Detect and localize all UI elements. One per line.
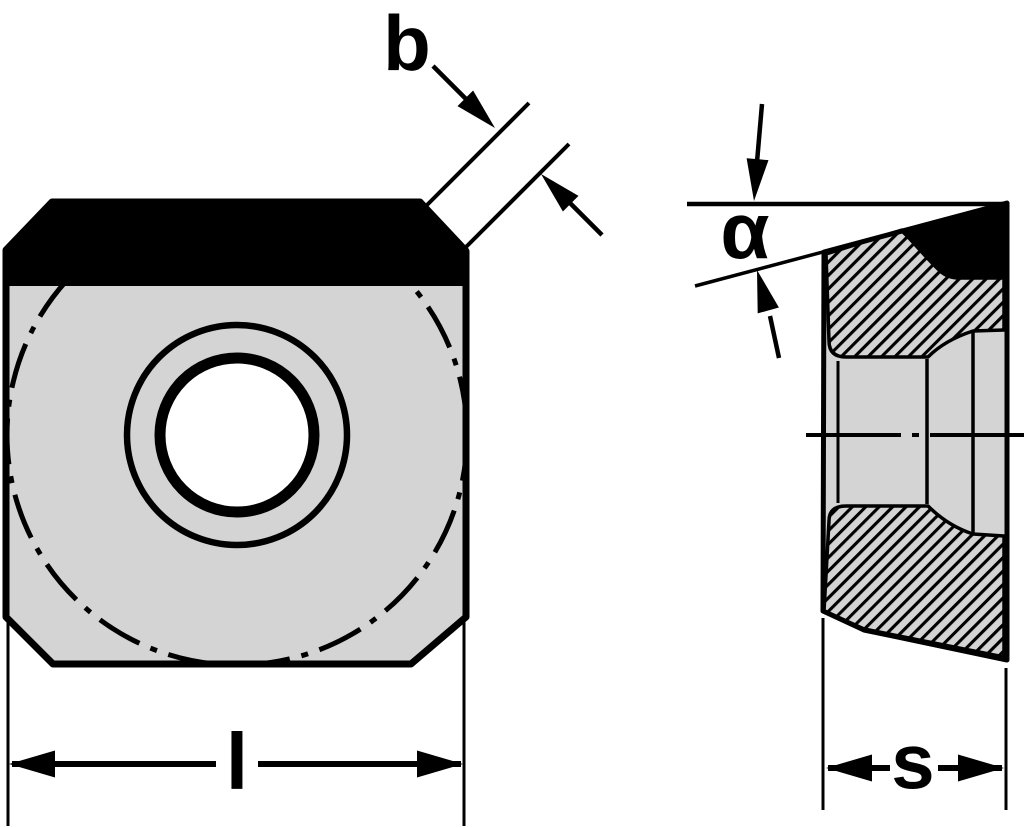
front-view: b l: [2, 0, 604, 826]
b-arrow-upper-head-icon: [457, 90, 495, 128]
center-hole: [154, 352, 320, 518]
b-arrow-lower-head-icon: [541, 174, 579, 212]
b-arrow-lower-shaft: [566, 199, 604, 237]
b-arrow-upper: [431, 64, 495, 128]
side-view: α s: [687, 103, 1024, 810]
insert-outline: [2, 198, 470, 668]
l-arrowhead-left-icon: [9, 750, 55, 778]
dimension-b-label: b: [383, 0, 431, 87]
counterbore-circle: [123, 321, 351, 549]
b-extension-line-upper: [423, 101, 531, 209]
dimension-b: b: [383, 0, 604, 249]
alpha-arrow-up-shaft: [767, 315, 782, 359]
dimension-s-label: s: [891, 717, 934, 805]
b-arrow-lower: [541, 174, 604, 237]
top-coating-band: [3, 199, 469, 286]
alpha-arrow-down-head-icon: [746, 158, 769, 201]
lower-section-hatch: [822, 504, 1006, 659]
angle-alpha-label: α: [720, 186, 769, 275]
dimension-s: s: [821, 618, 1008, 810]
b-arrow-upper-shaft: [431, 64, 470, 103]
dimension-l-label: l: [226, 717, 248, 806]
alpha-arrow-down: [746, 103, 769, 201]
s-arrowhead-right-icon: [958, 754, 1004, 782]
angle-alpha: α: [687, 103, 1008, 359]
b-extension-line-lower: [464, 142, 571, 249]
l-arrowhead-right-icon: [417, 750, 463, 778]
s-arrowhead-left-icon: [826, 754, 872, 782]
coating-wedge: [899, 202, 1007, 278]
alpha-arrow-up-head-icon: [757, 270, 779, 314]
alpha-arrow-down-shaft: [754, 103, 765, 163]
alpha-arrow-up: [757, 270, 782, 359]
dimension-l: l: [6, 620, 466, 826]
alpha-slant-reference-line: [694, 201, 1008, 288]
